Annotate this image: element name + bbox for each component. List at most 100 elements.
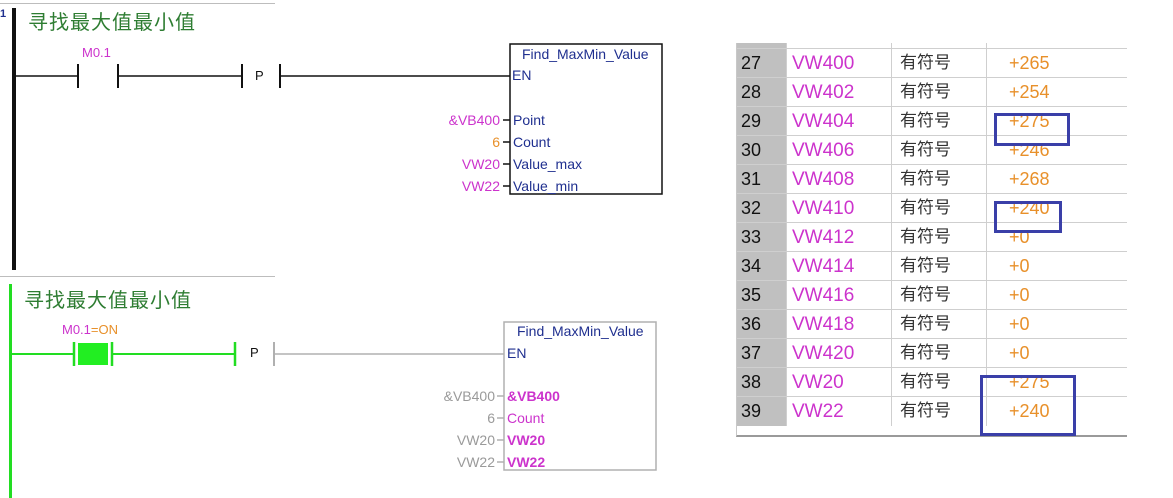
- row-format[interactable]: 有符号: [892, 165, 987, 194]
- pin-value-point: &VB400: [507, 388, 560, 404]
- block-name: Find_MaxMin_Value: [517, 323, 644, 339]
- row-format[interactable]: 有符号: [892, 136, 987, 165]
- row-format[interactable]: 有符号: [892, 252, 987, 281]
- row-format[interactable]: 有符号: [892, 339, 987, 368]
- row-address[interactable]: VW414: [787, 252, 892, 281]
- row-index: 29: [737, 107, 787, 136]
- row-index: 38: [737, 368, 787, 397]
- row-address[interactable]: VW22: [787, 397, 892, 426]
- contact-state: =ON: [90, 322, 118, 337]
- row-format[interactable]: 有符号: [892, 310, 987, 339]
- row-value[interactable]: +268: [1009, 169, 1050, 189]
- network-number: 1: [0, 8, 7, 20]
- row-format[interactable]: 有符号: [892, 397, 987, 426]
- contact-status[interactable]: M0.1=ON: [62, 322, 118, 337]
- row-format[interactable]: 有符号: [892, 49, 987, 78]
- contact-address[interactable]: M0.1: [82, 45, 111, 60]
- network-top-separator: [0, 3, 275, 4]
- pin-value-max: VW20: [507, 432, 546, 448]
- row-format[interactable]: 有符号: [892, 78, 987, 107]
- table-row-clipped: [737, 43, 1127, 49]
- row-index: 37: [737, 339, 787, 368]
- highlight-max-source: [994, 113, 1070, 146]
- row-address[interactable]: VW408: [787, 165, 892, 194]
- row-index: 30: [737, 136, 787, 165]
- block-en-pin: EN: [512, 67, 532, 83]
- row-address[interactable]: VW400: [787, 49, 892, 78]
- pin-operand-point[interactable]: &VB400: [443, 388, 495, 404]
- pin-label-value-min: Value_min: [513, 178, 579, 194]
- ladder-rung-1: [16, 43, 663, 195]
- network-title[interactable]: 寻找最大值最小值: [28, 10, 196, 34]
- row-value[interactable]: +0: [1009, 314, 1030, 334]
- row-address[interactable]: VW412: [787, 223, 892, 252]
- pin-operand-value-min[interactable]: VW22: [456, 454, 495, 470]
- block-name: Find_MaxMin_Value: [522, 46, 649, 62]
- network-separator: [0, 276, 275, 277]
- row-index: 31: [737, 165, 787, 194]
- row-value[interactable]: +0: [1009, 343, 1030, 363]
- row-address[interactable]: VW402: [787, 78, 892, 107]
- row-address[interactable]: VW418: [787, 310, 892, 339]
- row-index: 32: [737, 194, 787, 223]
- row-index: 27: [737, 49, 787, 78]
- row-address[interactable]: VW416: [787, 281, 892, 310]
- pin-value-min: VW22: [507, 454, 546, 470]
- block-en-pin: EN: [507, 345, 527, 361]
- pin-label-count: Count: [513, 134, 551, 150]
- pin-operand-value-min[interactable]: VW22: [461, 178, 500, 194]
- row-format[interactable]: 有符号: [892, 368, 987, 397]
- row-format[interactable]: 有符号: [892, 107, 987, 136]
- positive-edge-label[interactable]: P: [250, 345, 259, 360]
- row-value[interactable]: +0: [1009, 285, 1030, 305]
- row-value[interactable]: +240: [1009, 401, 1050, 421]
- ladder-rung-2: [12, 321, 657, 471]
- network-title[interactable]: 寻找最大值最小值: [24, 288, 192, 312]
- row-value[interactable]: +0: [1009, 256, 1030, 276]
- row-index: 36: [737, 310, 787, 339]
- power-rail: [12, 8, 16, 270]
- power-rail-energized: [9, 284, 12, 498]
- positive-edge-label[interactable]: P: [255, 68, 264, 83]
- row-address[interactable]: VW406: [787, 136, 892, 165]
- pin-operand-value-max[interactable]: VW20: [456, 432, 495, 448]
- row-format[interactable]: 有符号: [892, 194, 987, 223]
- row-value[interactable]: +275: [1009, 111, 1050, 131]
- row-value[interactable]: +265: [1009, 53, 1050, 73]
- row-address[interactable]: VW20: [787, 368, 892, 397]
- row-address[interactable]: VW420: [787, 339, 892, 368]
- pin-operand-count[interactable]: 6: [487, 410, 495, 426]
- pin-label-count: Count: [507, 410, 545, 426]
- contact-address: M0.1: [62, 322, 91, 337]
- row-value[interactable]: +254: [1009, 82, 1050, 102]
- row-address[interactable]: VW410: [787, 194, 892, 223]
- pin-label-value-max: Value_max: [513, 156, 583, 172]
- row-index: 28: [737, 78, 787, 107]
- row-format[interactable]: 有符号: [892, 223, 987, 252]
- highlight-min-source: [994, 201, 1062, 233]
- row-index: 39: [737, 397, 787, 426]
- pin-operand-point[interactable]: &VB400: [448, 112, 500, 128]
- highlight-results: [980, 375, 1076, 436]
- row-address[interactable]: VW404: [787, 107, 892, 136]
- row-index: 33: [737, 223, 787, 252]
- pin-operand-count[interactable]: 6: [492, 134, 500, 150]
- pin-operand-value-max[interactable]: VW20: [461, 156, 500, 172]
- pin-label-point: Point: [513, 112, 545, 128]
- row-index: 34: [737, 252, 787, 281]
- row-index: 35: [737, 281, 787, 310]
- row-format[interactable]: 有符号: [892, 281, 987, 310]
